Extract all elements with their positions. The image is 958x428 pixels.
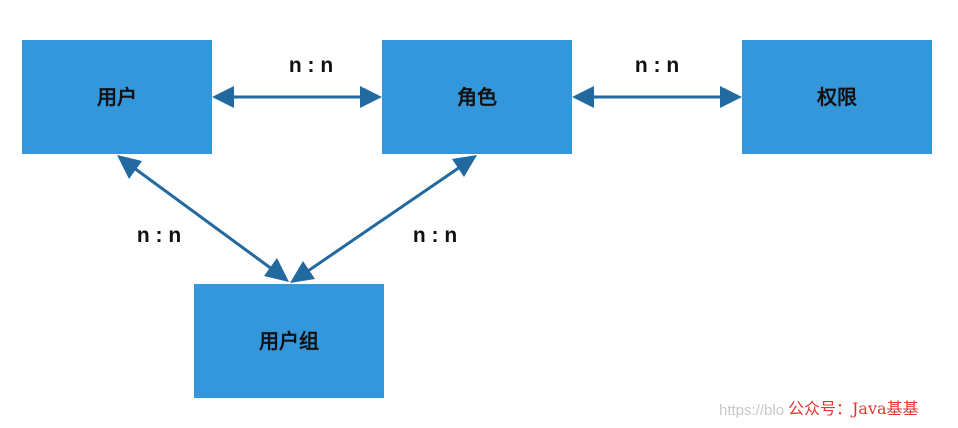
arrowhead-down: [290, 261, 315, 283]
edge-role-usergroup: [290, 155, 477, 283]
arrowhead-left: [212, 86, 234, 108]
node-role-box: [382, 40, 572, 154]
arrowhead-down: [264, 258, 289, 282]
node-user-group-label: 用户组: [259, 329, 319, 353]
arrowhead-right: [360, 86, 382, 108]
edge-label-user-usergroup: n : n: [137, 224, 181, 247]
arrowhead-up: [117, 155, 142, 179]
node-user-group: 用户组: [194, 284, 384, 398]
edge-user-usergroup-line: [129, 163, 277, 274]
watermark-credit: 公众号：Java基基: [788, 399, 919, 418]
edge-user-usergroup: [117, 155, 289, 282]
arrowhead-left: [572, 86, 594, 108]
node-permission-box: [742, 40, 932, 154]
edge-user-role: [212, 86, 382, 108]
node-permission: 权限: [742, 40, 932, 154]
node-role-label: 角色: [457, 85, 497, 109]
node-user-label: 用户: [97, 85, 137, 109]
edge-label-user-role: n : n: [289, 54, 333, 77]
node-user-group-box: [194, 284, 384, 398]
node-user-box: [22, 40, 212, 154]
edge-label-role-usergroup: n : n: [413, 224, 457, 247]
node-permission-label: 权限: [816, 85, 857, 109]
edge-role-permission: [572, 86, 742, 108]
arrowhead-up: [452, 155, 477, 177]
watermark-url: https://blo: [719, 402, 784, 419]
node-role: 角色: [382, 40, 572, 154]
edge-label-role-permission: n : n: [635, 54, 679, 77]
node-user: 用户: [22, 40, 212, 154]
edge-role-usergroup-line: [304, 163, 464, 275]
arrowhead-right: [720, 86, 742, 108]
